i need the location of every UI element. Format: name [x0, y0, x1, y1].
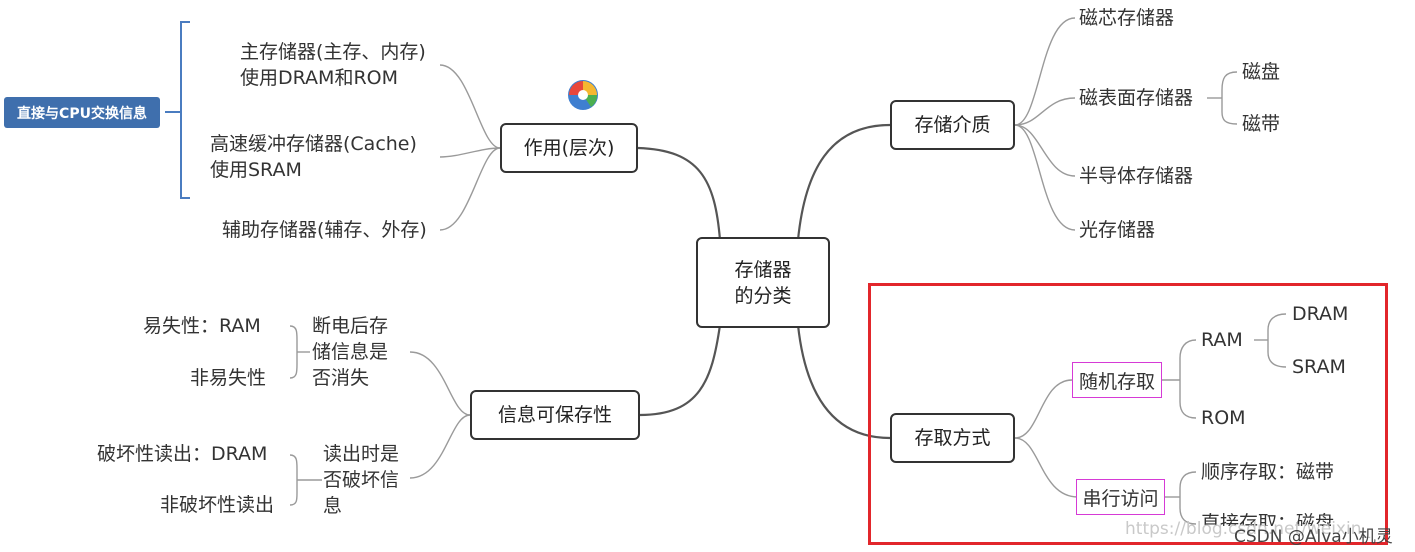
- node-cidai[interactable]: 磁带: [1242, 113, 1281, 135]
- group1-desc-line2: 储信息是: [312, 341, 389, 363]
- center-line2: 的分类: [734, 284, 792, 307]
- node-cixin[interactable]: 磁芯存储器: [1079, 7, 1175, 29]
- serial-access-label: 串行访问: [1082, 487, 1159, 510]
- node-serial-access[interactable]: 串行访问: [1076, 479, 1165, 515]
- blue-bracket: [180, 21, 190, 199]
- group1-desc[interactable]: 断电后存 储信息是 否消失: [312, 313, 388, 391]
- node-zuoyong[interactable]: 作用(层次): [500, 123, 638, 173]
- node-cunqu[interactable]: 存取方式: [890, 413, 1015, 463]
- link-cunqu-serial: [1014, 437, 1079, 498]
- node-volatile[interactable]: 易失性：RAM: [143, 315, 261, 337]
- node-baocun-label: 信息可保存性: [497, 404, 612, 426]
- link-zuoyong-main: [439, 64, 501, 149]
- node-nondestructive[interactable]: 非破坏性读出: [160, 494, 275, 516]
- group1-desc-line1: 断电后存: [312, 315, 389, 337]
- random-access-label: 随机存取: [1078, 370, 1155, 393]
- node-destructive[interactable]: 破坏性读出：DRAM: [97, 443, 268, 465]
- link-zuoyong-aux: [439, 147, 501, 231]
- link-baocun-group2: [409, 414, 471, 479]
- node-sequential[interactable]: 顺序存取：磁带: [1201, 461, 1335, 483]
- cache-line1: 高速缓冲存储器(Cache): [210, 133, 417, 155]
- bracket-cibiao: [1221, 71, 1238, 125]
- link-center-baocun: [639, 324, 722, 417]
- group2-desc-line1: 读出时是: [323, 443, 400, 465]
- node-direct[interactable]: 直接存取：磁盘: [1201, 512, 1335, 534]
- node-nonvolatile[interactable]: 非易失性: [190, 367, 267, 389]
- node-cunqu-label: 存取方式: [914, 427, 991, 449]
- node-main-memory[interactable]: 主存储器(主存、内存) 使用DRAM和ROM: [240, 39, 426, 91]
- node-random-access[interactable]: 随机存取: [1072, 362, 1162, 398]
- main-memory-line2: 使用DRAM和ROM: [240, 67, 399, 89]
- node-guang[interactable]: 光存储器: [1079, 219, 1156, 241]
- node-jiezhi-label: 存储介质: [914, 114, 991, 136]
- link-jiezhi-cibiao: [1014, 97, 1076, 126]
- bracket-serial: [1179, 471, 1197, 525]
- bracket-group2: [289, 454, 298, 506]
- node-aux-memory[interactable]: 辅助存储器(辅存、外存): [222, 219, 427, 241]
- node-ram[interactable]: RAM: [1201, 329, 1243, 351]
- badge-cpu-exchange-text: 直接与CPU交换信息: [17, 105, 147, 122]
- node-dram[interactable]: DRAM: [1292, 303, 1349, 325]
- node-baocun[interactable]: 信息可保存性: [470, 390, 640, 440]
- node-zuoyong-label: 作用(层次): [523, 137, 615, 159]
- node-jiezhi[interactable]: 存储介质: [890, 100, 1015, 150]
- node-bandaoti[interactable]: 半导体存储器: [1079, 165, 1194, 187]
- watermark-url: https://blog.csdn.net/weixin_: [1125, 519, 1370, 539]
- center-line1: 存储器: [734, 258, 792, 281]
- group1-desc-line3: 否消失: [312, 367, 370, 389]
- cache-line2: 使用SRAM: [210, 159, 302, 181]
- credit-text: CSDN @Alva小机灵: [1234, 527, 1393, 547]
- bracket-random: [1179, 339, 1197, 419]
- link-center-jiezhi: [796, 123, 891, 241]
- group2-desc-line3: 息: [323, 495, 343, 517]
- group2-desc-line2: 否破坏信: [323, 469, 400, 491]
- bracket-ram: [1267, 313, 1287, 368]
- badge-cpu-exchange: 直接与CPU交换信息: [4, 97, 160, 128]
- link-cunqu-random: [1014, 379, 1073, 439]
- link-jiezhi-bandao: [1014, 124, 1076, 177]
- node-cache[interactable]: 高速缓冲存储器(Cache) 使用SRAM: [210, 131, 417, 183]
- group2-desc[interactable]: 读出时是 否破坏信 息: [323, 441, 399, 519]
- link-jiezhi-cixin: [1014, 17, 1076, 126]
- node-cipan[interactable]: 磁盘: [1242, 61, 1281, 83]
- link-zuoyong-cache: [439, 147, 501, 158]
- app-logo-icon: [568, 80, 598, 110]
- link-center-zuoyong: [637, 146, 722, 241]
- bracket-group1: [289, 325, 298, 379]
- node-sram[interactable]: SRAM: [1292, 356, 1346, 378]
- center-node[interactable]: 存储器 的分类: [696, 237, 830, 328]
- link-baocun-group1: [409, 351, 471, 416]
- node-cibiao[interactable]: 磁表面存储器: [1079, 87, 1194, 109]
- highlight-frame: [868, 283, 1388, 545]
- link-jiezhi-guang: [1014, 124, 1076, 231]
- main-memory-line1: 主存储器(主存、内存): [240, 41, 426, 63]
- node-rom[interactable]: ROM: [1201, 407, 1246, 429]
